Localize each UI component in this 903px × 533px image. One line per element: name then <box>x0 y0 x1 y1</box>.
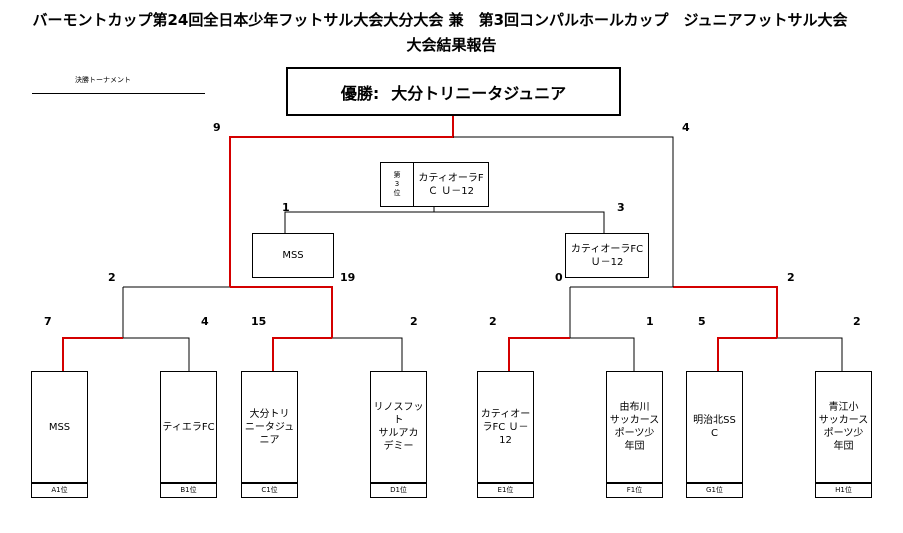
sf1-line-right <box>230 286 333 338</box>
rank-label-d1: D1位 <box>370 483 427 498</box>
qf2-line-left <box>272 337 332 371</box>
team-box-d1: リノスフット サルアカ デミー <box>370 371 427 483</box>
rank-label-b1: B1位 <box>160 483 217 498</box>
score-third-right: 3 <box>617 201 625 214</box>
sf2-line-right <box>673 286 778 338</box>
qf1-line-left <box>62 337 123 371</box>
third-place-team: カティオーラF Ｃ Ｕ－12 <box>418 172 484 197</box>
rank-label-g1: G1位 <box>686 483 743 498</box>
rank-label-c1: C1位 <box>241 483 298 498</box>
score-qf1-right: 4 <box>201 315 209 328</box>
qf2-line-right <box>332 337 403 371</box>
team-box-h1: 青江小 サッカース ポーツ少 年団 <box>815 371 872 483</box>
final-line-right <box>453 136 674 287</box>
third-place-box: 第 3 位 カティオーラF Ｃ Ｕ－12 <box>380 162 489 207</box>
third-place-line <box>284 207 605 233</box>
semifinal-team-right: カティオーラFC Ｕ－12 <box>565 233 649 278</box>
score-sf2-left: 0 <box>555 271 563 284</box>
score-qf4-left: 5 <box>698 315 706 328</box>
rank-label-e1: E1位 <box>477 483 534 498</box>
qf4-line-right <box>777 337 843 371</box>
page-subtitle: 大会結果報告 <box>406 36 497 54</box>
qf4-line-left <box>717 337 777 371</box>
final-line-left <box>229 116 454 287</box>
team-box-c1: 大分トリ ニータジュ ニア <box>241 371 298 483</box>
champion-box: 優勝: 大分トリニータジュニア <box>286 67 621 116</box>
loser-lines <box>63 207 843 371</box>
score-qf2-right: 2 <box>410 315 418 328</box>
champion-team: 大分トリニータジュニア <box>391 83 567 103</box>
team-box-a1: MSS <box>31 371 88 483</box>
semifinal-team-left: MSS <box>252 233 334 278</box>
rank-label-a1: A1位 <box>31 483 88 498</box>
team-box-e1: カティオー ラFC Ｕ－ 12 <box>477 371 534 483</box>
score-qf4-right: 2 <box>853 315 861 328</box>
score-final-right: 4 <box>682 121 690 134</box>
page-title: バーモントカップ第24回全日本少年フットサル大会大分大会 兼 第3回コンパルホー… <box>32 11 848 29</box>
sf1-line-left <box>122 286 230 338</box>
score-final-left: 9 <box>213 121 221 134</box>
team-box-f1: 由布川 サッカース ポーツ少 年団 <box>606 371 663 483</box>
section-label: 決勝トーナメント <box>75 76 131 84</box>
team-box-b1: ティエラFC <box>160 371 217 483</box>
qf1-line-right <box>63 337 190 371</box>
score-qf2-left: 15 <box>251 315 267 328</box>
winner-lines <box>62 116 778 371</box>
score-third-left: 1 <box>282 201 290 214</box>
score-sf1-right: 19 <box>340 271 356 284</box>
rank-label-h1: H1位 <box>815 483 872 498</box>
score-sf1-left: 2 <box>108 271 116 284</box>
score-sf2-right: 2 <box>787 271 795 284</box>
score-qf3-left: 2 <box>489 315 497 328</box>
score-qf1-left: 7 <box>44 315 52 328</box>
third-place-tag: 第 3 位 <box>381 163 414 206</box>
score-qf3-right: 1 <box>646 315 654 328</box>
qf3-line-left <box>508 337 570 371</box>
champion-label: 優勝: <box>340 83 380 103</box>
team-box-g1: 明治北SS C <box>686 371 743 483</box>
rank-label-f1: F1位 <box>606 483 663 498</box>
qf3-line-right <box>570 337 635 371</box>
section-underline <box>32 93 205 94</box>
sf2-line-left <box>569 286 673 338</box>
